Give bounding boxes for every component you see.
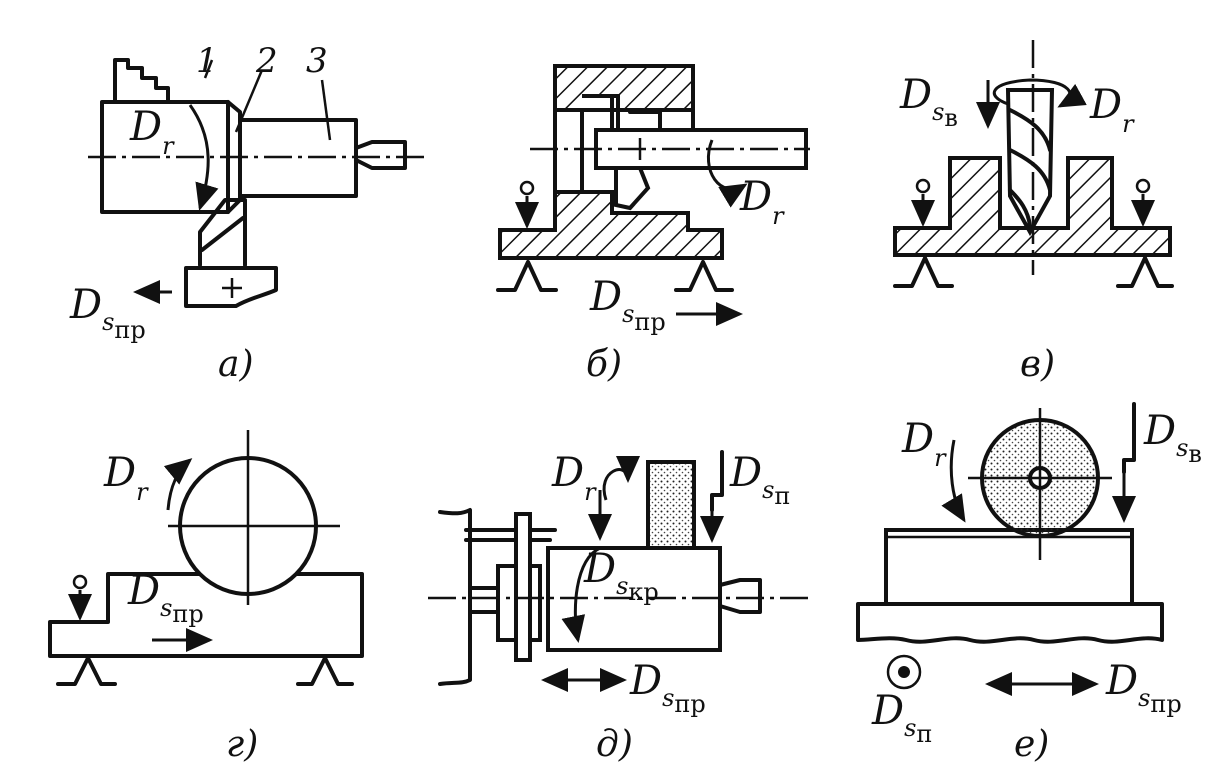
panel-v-drilling: Dsв Dr в) [893,40,1174,385]
workpiece [884,528,1134,606]
top-block [553,64,695,112]
dsp-label: Dsп [871,688,932,748]
boring-bar [594,128,808,170]
panel-e-surface-grinding: Dr Dsв Dsп Dsпр е) [856,402,1202,765]
dr-label: Dr [129,104,175,160]
dsv-label: Dsв [1143,408,1202,468]
caption-v: в) [1020,344,1055,385]
part-number-2: 2 [255,41,278,81]
dr-label: Dr [901,416,947,472]
dr-label: Dr [1089,82,1135,138]
caption-b: б) [586,344,622,385]
workpiece-rotation-arrow [561,546,601,643]
rotation-arrow [993,78,1087,108]
grinding-wheel [646,460,696,550]
tool-edge [200,216,245,252]
dr-label: Dr [103,450,149,506]
panel-g-milling: Dr Dsпр г) [48,430,364,765]
workpiece-block [893,156,1172,257]
part-number-3: 3 [306,41,328,81]
dskr-label: Dsкр [583,546,659,606]
panel-b-boring: Dr Dsпр б) [496,64,810,385]
caption-e: е) [1014,724,1049,765]
machine-table [856,602,1164,644]
support-left [496,260,558,292]
dspr-label: Dsпр [629,658,706,718]
panel-a-turning: 1 2 3 Dr Dsпр а) [69,41,428,385]
caption-a: а) [218,344,254,385]
tailstock-center [354,140,407,170]
part-number-1: 1 [196,41,218,81]
rotation-arrow [163,458,193,511]
ds-label: Dsв [899,72,958,132]
rotation-arrow [188,104,219,211]
cutting-tool [198,198,247,267]
dr-label: Dr [551,450,597,506]
ds-label: Dsпр [127,568,204,628]
cross-feed-symbol [886,654,922,690]
rotation-arrow [706,139,748,208]
dspr-label: Dsпр [1105,658,1182,718]
boring-cutter [614,166,651,211]
clamp-symbol [519,180,535,196]
base-plate [498,190,724,260]
ds-label: Dsпр [589,274,666,336]
chuck-jaw [113,58,170,104]
dsp-label: Dsп [729,450,790,510]
workpiece-table [48,572,364,658]
tool-holder [184,266,278,308]
dr-label: Dr [739,174,785,230]
support-right [674,260,734,292]
panel-d-cylindrical-grinding: Dr Dsп Dsкр Dsпр д) [428,450,808,765]
caption-g: г) [226,724,258,765]
rotation-arrow [941,439,966,523]
ds-label: Dsпр [69,282,146,344]
caption-d: д) [596,724,633,765]
